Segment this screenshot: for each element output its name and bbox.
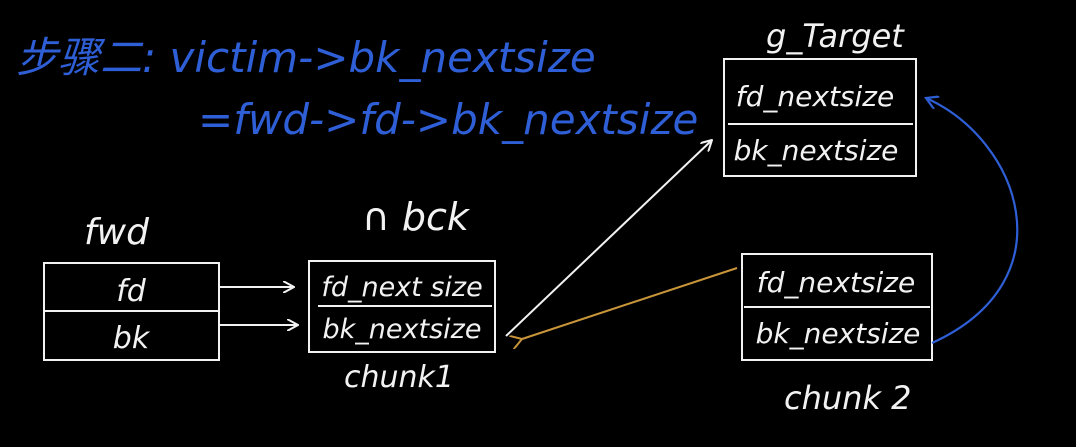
chunk1-field-bk-nextsize: bk_nextsize xyxy=(323,314,482,345)
fwd-box xyxy=(43,262,220,361)
g-target-field-fd-nextsize: fd_nextsize xyxy=(736,80,894,113)
chunk1-bck-annotation: ∩ bck xyxy=(362,195,471,239)
g-target-box xyxy=(723,58,917,177)
arrow-chunk2-to-chunk1 xyxy=(522,267,738,339)
fwd-field-fd: fd xyxy=(116,274,147,309)
arrow-chunk1-to-g-target xyxy=(505,140,712,337)
chunk1-field-fd-nextsize: fd_next size xyxy=(321,272,482,303)
chunk2-field-bk-nextsize: bk_nextsize xyxy=(756,317,921,350)
chunk2-field-fd-nextsize: fd_nextsize xyxy=(757,266,915,299)
g-target-title: g_Target xyxy=(766,17,905,55)
arrow-chunk2-to-g-target xyxy=(926,98,1019,345)
heading-line-2: =fwd->fd->bk_nextsize xyxy=(198,95,698,144)
fwd-title: fwd xyxy=(84,212,150,253)
chunk2-box xyxy=(741,253,933,361)
g-target-field-bk-nextsize: bk_nextsize xyxy=(734,134,899,167)
chunk1-label: chunk1 xyxy=(344,360,454,395)
fwd-field-bk: bk xyxy=(113,321,151,356)
heading-line-1: 步骤二: victim->bk_nextsize xyxy=(16,33,596,82)
chunk1-box xyxy=(308,260,496,353)
chunk2-label: chunk 2 xyxy=(784,379,912,417)
